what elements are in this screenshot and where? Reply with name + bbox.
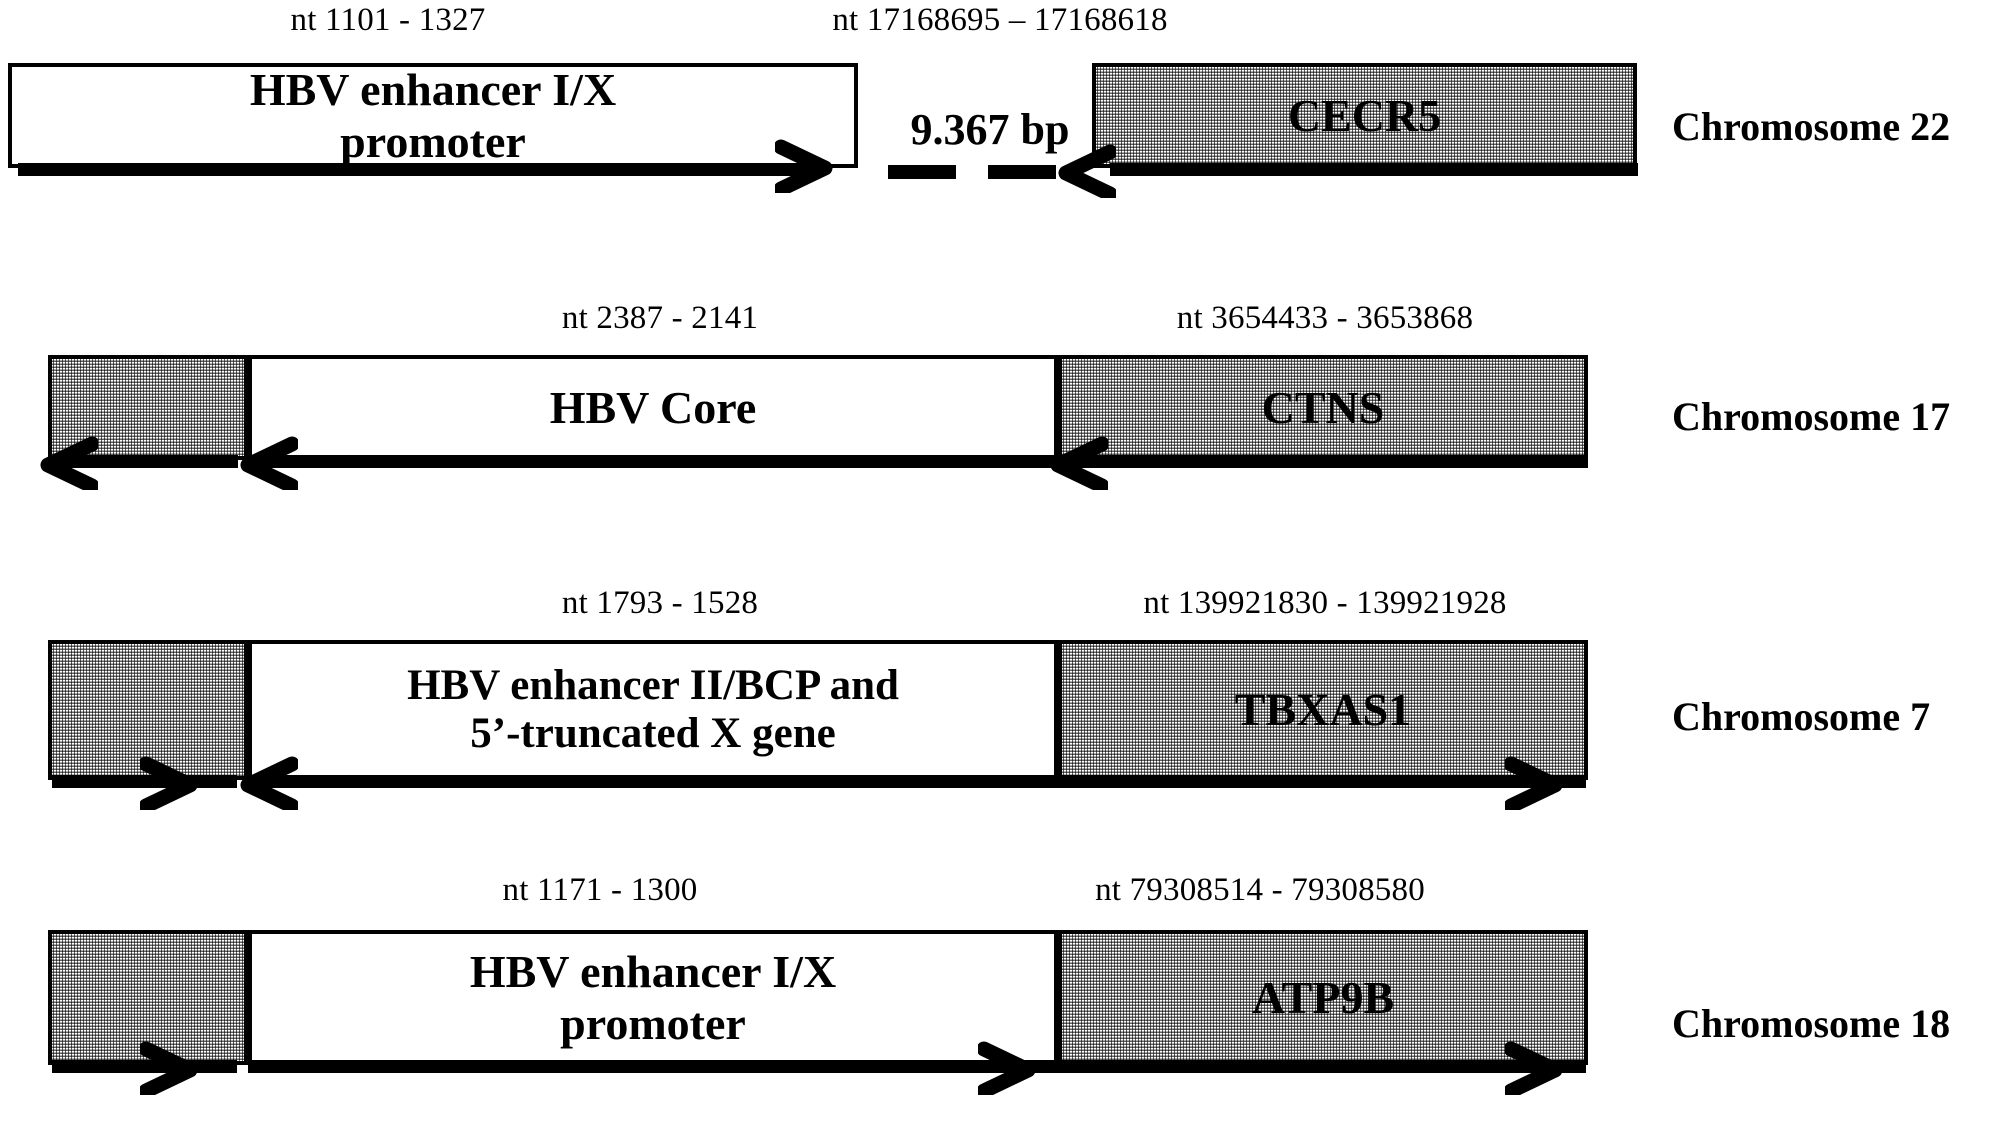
nt-label-host-chr18: nt 79308514 - 79308580: [1095, 872, 1425, 908]
host-gene-segment-chr7: TBXAS1: [1058, 640, 1588, 780]
hbv-segment-chr17: HBV Core: [248, 355, 1058, 460]
host-gene-label-chr18: ATP9B: [1251, 971, 1395, 1023]
arrow-left-host-chr17: [1050, 432, 1108, 490]
host-gene-segment-chr22: CECR5: [1092, 63, 1637, 168]
hbv-segment-label-chr17: HBV Core: [549, 381, 757, 433]
host-axis-line-chr17: [1070, 455, 1588, 468]
arrow-right-flank-chr18: [140, 1037, 198, 1095]
host-axis-line-chr18: [1058, 1060, 1586, 1073]
nt-label-hbv-chr17: nt 2387 - 2141: [561, 300, 759, 336]
arrow-right-hbv-chr22: [775, 135, 833, 193]
arrow-right-host-chr18: [1505, 1037, 1563, 1095]
arrow-left-host-chr22: [1058, 140, 1116, 198]
host-axis-line-chr7: [1058, 775, 1586, 788]
arrow-left-hbv-chr17: [240, 432, 298, 490]
hbv-axis-line-chr22: [18, 163, 818, 176]
chromosome-label-chr18: Chromosome 18: [1672, 1001, 1951, 1046]
arrow-left-hbv-chr7: [240, 752, 298, 810]
flank-segment-chr7: [48, 640, 248, 780]
hbv-axis-line-chr17: [258, 455, 1058, 468]
nt-label-host-chr7: nt 139921830 - 139921928: [1143, 585, 1507, 621]
hbv-segment-label-chr18: HBV enhancer I/X promoter: [469, 945, 837, 1049]
host-gene-segment-chr17: CTNS: [1058, 355, 1588, 460]
chromosome-label-chr22: Chromosome 22: [1672, 104, 1951, 149]
gap-dash-left-chr22: [888, 165, 956, 179]
hbv-segment-chr7: HBV enhancer II/BCP and 5’-truncated X g…: [248, 640, 1058, 780]
chromosome-label-chr17: Chromosome 17: [1672, 394, 1951, 439]
arrow-right-host-chr7: [1505, 752, 1563, 810]
nt-label-hbv-chr7: nt 1793 - 1528: [561, 585, 759, 621]
chromosome-label-chr7: Chromosome 7: [1672, 694, 1931, 739]
host-gene-segment-chr18: ATP9B: [1058, 930, 1588, 1065]
gap-length-label-chr22: 9.367 bp: [910, 105, 1070, 154]
hbv-axis-line-chr18: [248, 1060, 1058, 1073]
hbv-axis-line-chr7: [258, 775, 1058, 788]
host-gene-label-chr7: TBXAS1: [1234, 684, 1412, 736]
arrow-left-flank-chr17: [40, 432, 98, 490]
hbv-segment-chr22: HBV enhancer I/X promoter: [8, 63, 858, 168]
nt-label-host-chr22: nt 17168695 – 17168618: [832, 2, 1168, 38]
arrow-right-hbv-chr18: [978, 1037, 1036, 1095]
flank-segment-chr18: [48, 930, 248, 1065]
nt-label-hbv-chr22: nt 1101 - 1327: [290, 2, 486, 38]
nt-label-hbv-chr18: nt 1171 - 1300: [502, 872, 698, 908]
host-gene-label-chr22: CECR5: [1287, 89, 1442, 141]
arrow-right-flank-chr7: [140, 752, 198, 810]
gap-dash-right-chr22: [988, 165, 1056, 179]
host-axis-line-chr22: [1110, 163, 1638, 176]
nt-label-host-chr17: nt 3654433 - 3653868: [1176, 300, 1474, 336]
flank-axis-line-chr17: [58, 455, 238, 468]
hbv-segment-label-chr7: HBV enhancer II/BCP and 5’-truncated X g…: [407, 661, 899, 757]
hbv-segment-chr18: HBV enhancer I/X promoter: [248, 930, 1058, 1065]
host-gene-label-chr17: CTNS: [1261, 381, 1385, 433]
hbv-segment-label-chr22: HBV enhancer I/X promoter: [249, 63, 617, 167]
